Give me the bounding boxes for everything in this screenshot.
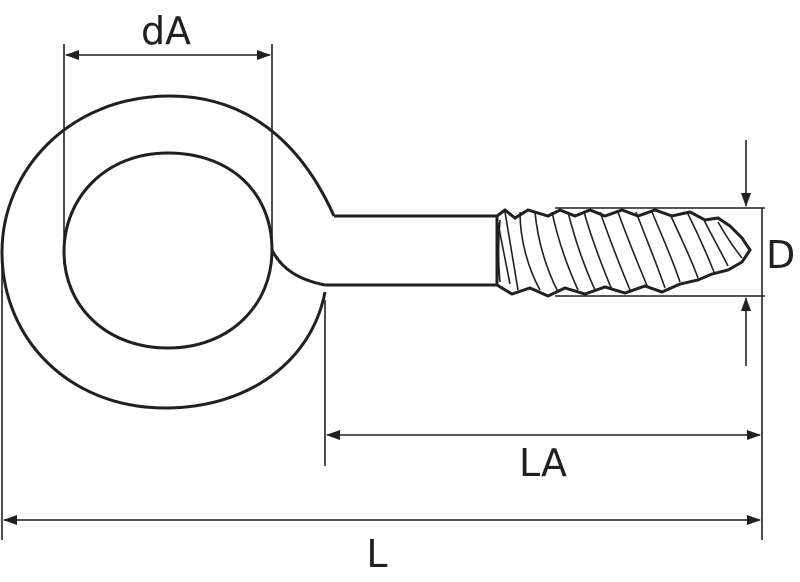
thread — [495, 208, 752, 298]
label-dA: dA — [141, 9, 191, 53]
extension-lines — [1, 44, 765, 540]
label-L: L — [366, 532, 387, 576]
label-D: D — [766, 233, 795, 277]
label-LA: LA — [519, 441, 567, 485]
shank — [325, 214, 497, 287]
eye-ring — [0, 94, 336, 410]
